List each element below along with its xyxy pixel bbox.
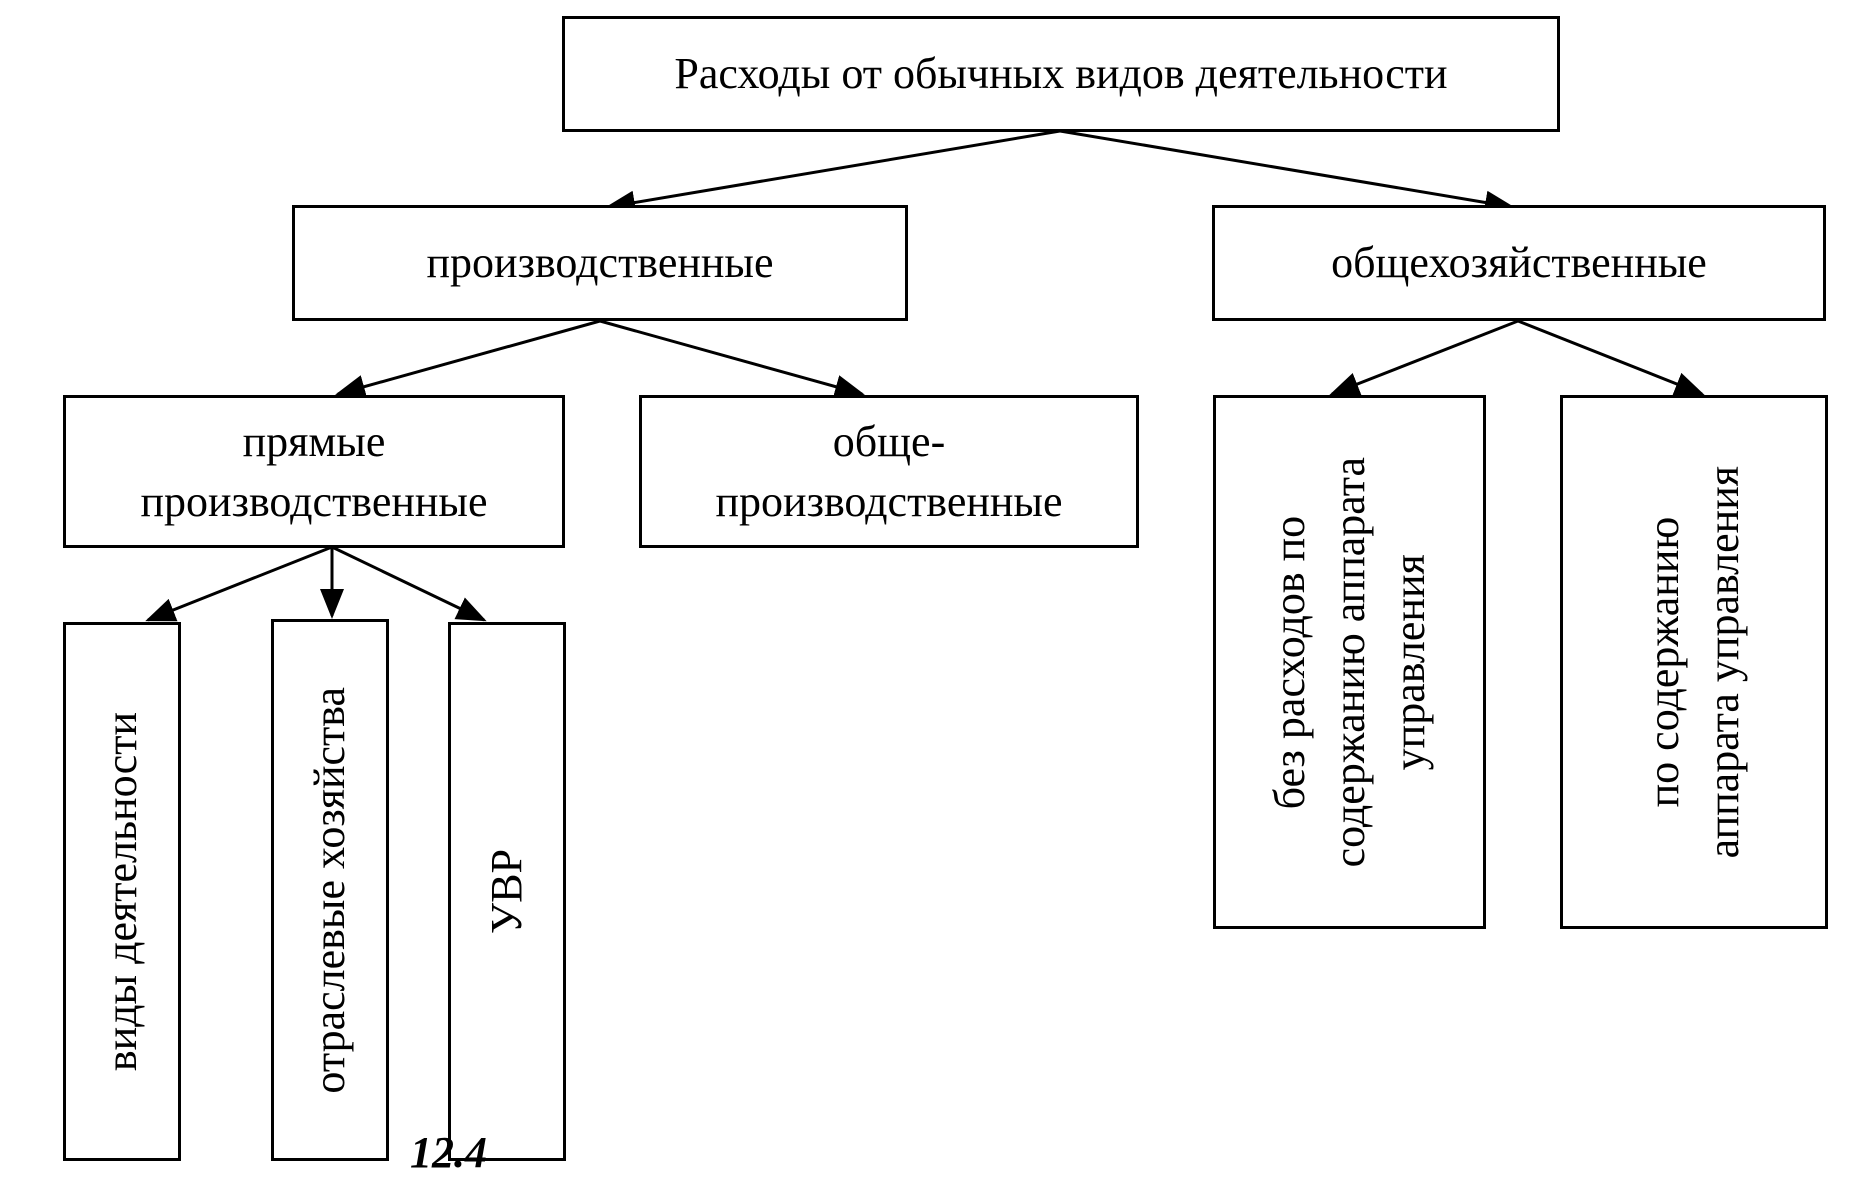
- root-node-label: Расходы от обычных видов деятельности: [674, 49, 1448, 98]
- activity-types-node-label: виды деятельности: [97, 711, 146, 1072]
- without-admin-node-label: без расходов по содержанию аппарата упра…: [1264, 456, 1434, 868]
- arrow-root-to-general-business: [1059, 129, 1515, 215]
- arrow-general-business-to-without-admin: [1329, 319, 1519, 396]
- general-production-node: обще- производственные: [639, 395, 1139, 548]
- direct-production-node-label: прямые производственные: [140, 416, 488, 526]
- arrow-root-to-production: [605, 129, 1061, 215]
- production-node: производственные: [292, 205, 908, 321]
- arrow-general-business-to-admin-maintenance: [1517, 319, 1705, 396]
- industry-sectors-node: отраслевые хозяйства: [271, 619, 389, 1161]
- without-admin-node: без расходов по содержанию аппарата упра…: [1213, 395, 1486, 929]
- production-node-label: производственные: [426, 238, 774, 287]
- arrow-direct-to-uvr: [331, 545, 487, 622]
- admin-maintenance-node: по содержанию аппарата управления: [1560, 395, 1828, 929]
- admin-maintenance-node-label: по содержанию аппарата управления: [1639, 465, 1748, 859]
- industry-sectors-node-label: отраслевые хозяйства: [305, 686, 354, 1094]
- uvr-node: УВР: [448, 622, 566, 1161]
- general-business-node-label: общехозяйственные: [1331, 238, 1707, 287]
- figure-number-mark: 12.4: [410, 1128, 487, 1177]
- arrow-direct-to-activity-types: [145, 545, 333, 622]
- activity-types-node: виды деятельности: [63, 622, 181, 1161]
- general-production-node-label: обще- производственные: [715, 416, 1063, 526]
- direct-production-node: прямые производственные: [63, 395, 565, 548]
- uvr-node-label: УВР: [482, 849, 531, 934]
- general-business-node: общехозяйственные: [1212, 205, 1826, 321]
- arrow-production-to-direct: [335, 319, 601, 399]
- arrow-production-to-general-production: [599, 319, 865, 399]
- root-node: Расходы от обычных видов деятельности: [562, 16, 1560, 132]
